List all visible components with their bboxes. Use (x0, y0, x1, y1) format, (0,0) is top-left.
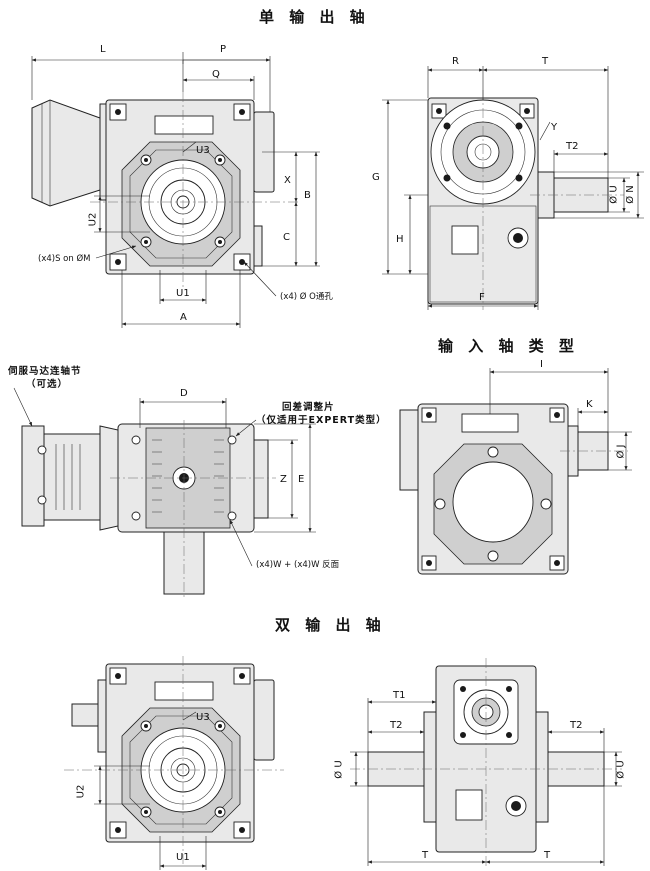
title-double-output: 双 输 出 轴 (275, 616, 386, 634)
dim-W-reverse: (x4)W + (x4)W 反面 (256, 560, 340, 570)
dim-J: Ø J (615, 444, 627, 459)
dim-A: A (180, 312, 187, 323)
dim-U-right: Ø U (615, 760, 627, 779)
dim-U1: U1 (176, 288, 190, 299)
servo-coupling-label: 伺服马达连轴节 (8, 366, 82, 377)
dim-T2: T2 (566, 141, 579, 152)
dim-D: D (180, 388, 188, 399)
dim-K: K (586, 399, 593, 410)
dim-T2-right: T2 (570, 720, 583, 731)
dim-N: Ø N (624, 185, 636, 204)
dim-I: I (540, 359, 543, 370)
dim-P: P (220, 44, 227, 55)
view-single-front (31, 52, 320, 328)
view-input-top (13, 387, 316, 598)
dim-U-left: Ø U (333, 760, 345, 779)
dim-T: T (542, 56, 549, 67)
view-double-front (64, 656, 284, 870)
dim-S-on-M: (x4)S on ØM (38, 254, 91, 264)
view-input-side (399, 368, 632, 575)
title-single-output: 单 输 出 轴 (259, 8, 370, 26)
dim-T-left: T (422, 850, 429, 861)
dim-F: F (479, 292, 485, 303)
dim-L: L (100, 44, 106, 55)
optional-label: （可选） (26, 379, 69, 390)
dim-U1-b: U1 (176, 852, 190, 863)
dim-Q: Q (212, 69, 220, 80)
dim-T2-left: T2 (390, 720, 403, 731)
dim-X: X (284, 175, 291, 186)
dim-U2-b: U2 (75, 784, 87, 799)
dim-Y: Y (551, 122, 558, 133)
dim-O-hole: (x4) Ø O通孔 (280, 292, 333, 302)
dim-B: B (304, 190, 311, 201)
dim-R: R (452, 56, 459, 67)
dim-C: C (283, 232, 290, 243)
dim-E: E (298, 474, 305, 485)
view-double-side (350, 658, 622, 866)
dim-T1: T1 (393, 690, 406, 701)
backlash-shim-label: 回差调整片 (282, 402, 335, 413)
dim-U: Ø U (608, 185, 620, 204)
title-input-type: 输 入 轴 类 型 (438, 337, 579, 355)
dim-Z: Z (280, 474, 287, 485)
dim-U2: U2 (87, 212, 99, 227)
dim-G: G (372, 172, 380, 183)
dim-H: H (396, 234, 404, 245)
view-single-side (382, 66, 644, 310)
dim-U3: U3 (196, 145, 210, 156)
expert-only-label: （仅适用于EXPERT类型） (256, 415, 387, 426)
dim-T-right: T (544, 850, 551, 861)
dim-U3-b: U3 (196, 712, 210, 723)
